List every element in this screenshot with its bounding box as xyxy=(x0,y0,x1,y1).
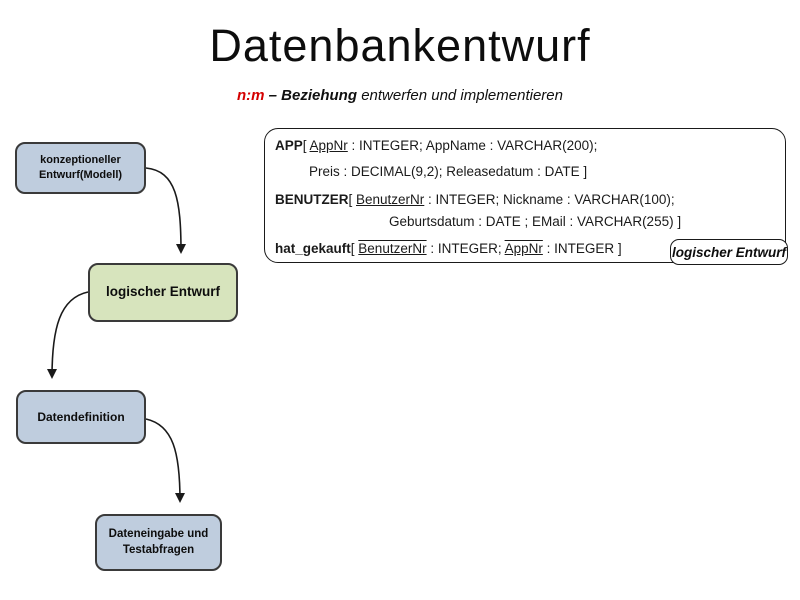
schema-text: : INTEGER; Nickname : VARCHAR(100); xyxy=(424,192,675,207)
arrow-konzeptioneller-to-logischer xyxy=(145,167,186,254)
relation-name: APP xyxy=(275,138,303,153)
schema-text: : INTEGER; AppName : VARCHAR(200); xyxy=(347,138,598,153)
arrow-logischer-to-datendefinition xyxy=(47,291,89,379)
relation-name: BENUTZER xyxy=(275,192,349,207)
flow-box-label-line: Datendefinition xyxy=(37,409,125,424)
flow-box-label-line: Entwurf(Modell) xyxy=(38,169,123,181)
primary-key: AppNr xyxy=(309,138,348,153)
schema-text: : INTEGER; xyxy=(426,241,505,256)
arrow-datendefinition-to-dateneingabe xyxy=(145,418,185,503)
subtitle: n:m – Beziehung entwerfen und implementi… xyxy=(0,87,800,104)
schema-tag-label: logischer Entwurf xyxy=(671,244,786,260)
schema-text: Geburtsdatum : DATE ; EMail : VARCHAR(25… xyxy=(389,214,682,229)
flow-box-label-line: Testabfragen xyxy=(122,543,195,556)
schema-text: : INTEGER ] xyxy=(542,241,622,256)
schema-text: Preis : DECIMAL(9,2); Releasedatum : DAT… xyxy=(309,164,588,179)
flow-box-label-line: konzeptioneller xyxy=(40,154,121,167)
schema-text: [ xyxy=(348,192,357,207)
subtitle-bold-part: – Beziehung xyxy=(264,87,362,104)
schema-text: [ xyxy=(350,241,359,256)
flow-box-logischer-entwurf: logischer Entwurf xyxy=(88,263,238,322)
schema-line-benutzer: BENUTZER[ BenutzerNr : INTEGER; Nickname… xyxy=(275,192,675,207)
schema-line-app-cont: Preis : DECIMAL(9,2); Releasedatum : DAT… xyxy=(309,164,587,179)
schema-tag-logischer-entwurf: logischer Entwurf xyxy=(670,239,788,265)
flow-box-dateneingabe-testabfragen: Dateneingabe und Testabfragen xyxy=(95,514,222,571)
primary-foreign-key: BenutzerNr xyxy=(358,241,427,256)
schema-line-benutzer-cont: Geburtsdatum : DATE ; EMail : VARCHAR(25… xyxy=(389,214,681,229)
schema-line-hat-gekauft: hat_gekauft[ BenutzerNr : INTEGER; AppNr… xyxy=(275,241,622,256)
flow-box-label-line: logischer Entwurf xyxy=(105,284,220,300)
primary-foreign-key: AppNr xyxy=(504,241,543,256)
flow-box-label-line: Dateneingabe und xyxy=(108,527,209,540)
schema-line-app: APP[ AppNr : INTEGER; AppName : VARCHAR(… xyxy=(275,138,597,153)
schema-text: [ xyxy=(302,138,310,153)
subtitle-relation-term: n:m xyxy=(237,87,265,104)
schema-box: APP[ AppNr : INTEGER; AppName : VARCHAR(… xyxy=(264,128,786,263)
flow-box-konzeptioneller-entwurf: konzeptioneller Entwurf(Modell) xyxy=(15,142,146,194)
flow-box-datendefinition: Datendefinition xyxy=(16,390,146,444)
relation-name: hat_gekauft xyxy=(275,241,351,256)
subtitle-rest: entwerfen und implementieren xyxy=(361,87,563,104)
page-title: Datenbankentwurf xyxy=(209,20,591,71)
primary-key: BenutzerNr xyxy=(356,192,425,207)
